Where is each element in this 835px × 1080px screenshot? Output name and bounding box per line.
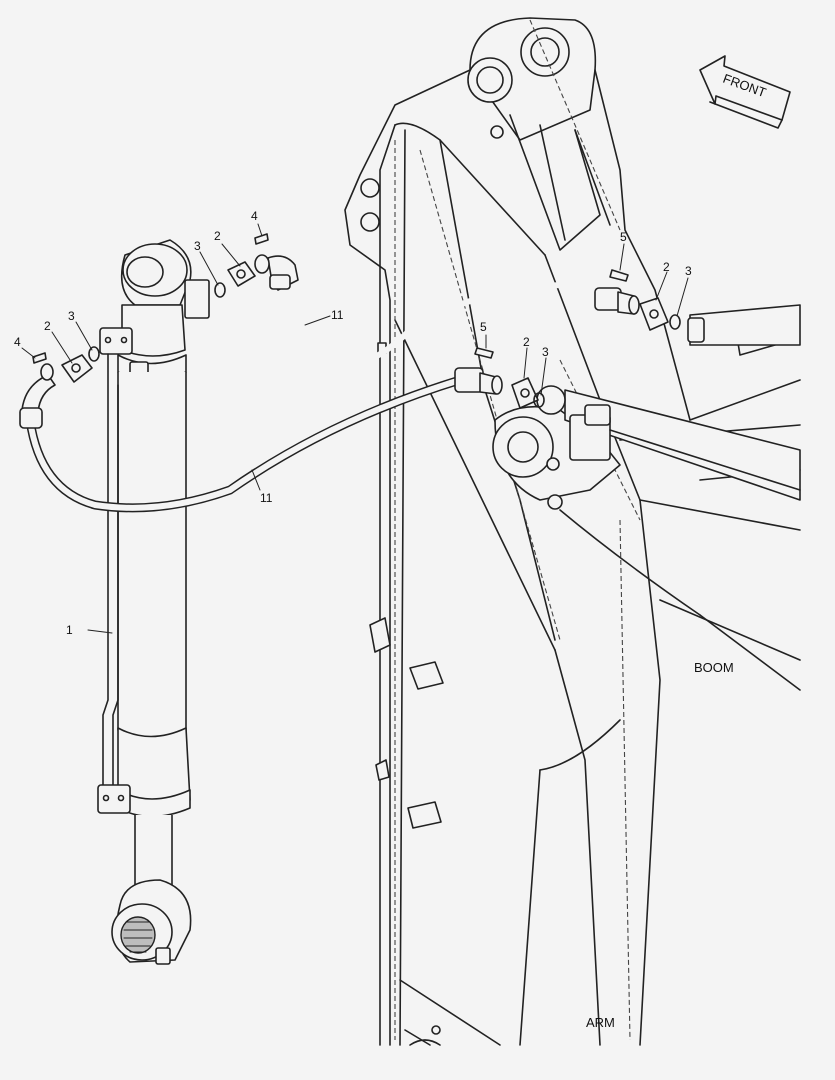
hose-lower — [19, 363, 503, 513]
front-arrow: FRONT — [699, 55, 791, 129]
callout-1: 1 — [66, 623, 73, 637]
callout-2-left: 2 — [44, 319, 51, 333]
hydraulic-cylinder — [97, 239, 210, 965]
left-fittings — [32, 233, 269, 383]
leader-lines — [21, 223, 689, 634]
boom-label: BOOM — [694, 660, 734, 675]
callout-3-lower: 3 — [542, 345, 549, 359]
boom-pivot — [492, 405, 621, 510]
callout-2-lower: 2 — [523, 335, 530, 349]
boom-fittings — [536, 304, 801, 501]
callout-5-upper: 5 — [620, 230, 627, 244]
right-fittings — [474, 269, 681, 409]
callout-3-top: 3 — [194, 239, 201, 253]
callout-11-lower: 11 — [260, 491, 273, 505]
callout-3-left: 3 — [68, 309, 75, 323]
callout-11-upper: 11 — [331, 308, 344, 322]
callouts: 1 2 3 4 2 3 4 5 2 3 5 2 3 11 11 — [14, 209, 692, 637]
arm-label: ARM — [586, 1015, 615, 1030]
callout-3-upper-right: 3 — [685, 264, 692, 278]
callout-2-top: 2 — [214, 229, 221, 243]
callout-4-top: 4 — [251, 209, 258, 223]
callout-5-lower: 5 — [480, 320, 487, 334]
boom-structure — [344, 17, 801, 1046]
callout-4-left: 4 — [14, 335, 21, 349]
callout-2-upper-right: 2 — [663, 260, 670, 274]
section-labels: BOOM ARM — [586, 660, 734, 1030]
hose-upper — [254, 254, 640, 369]
